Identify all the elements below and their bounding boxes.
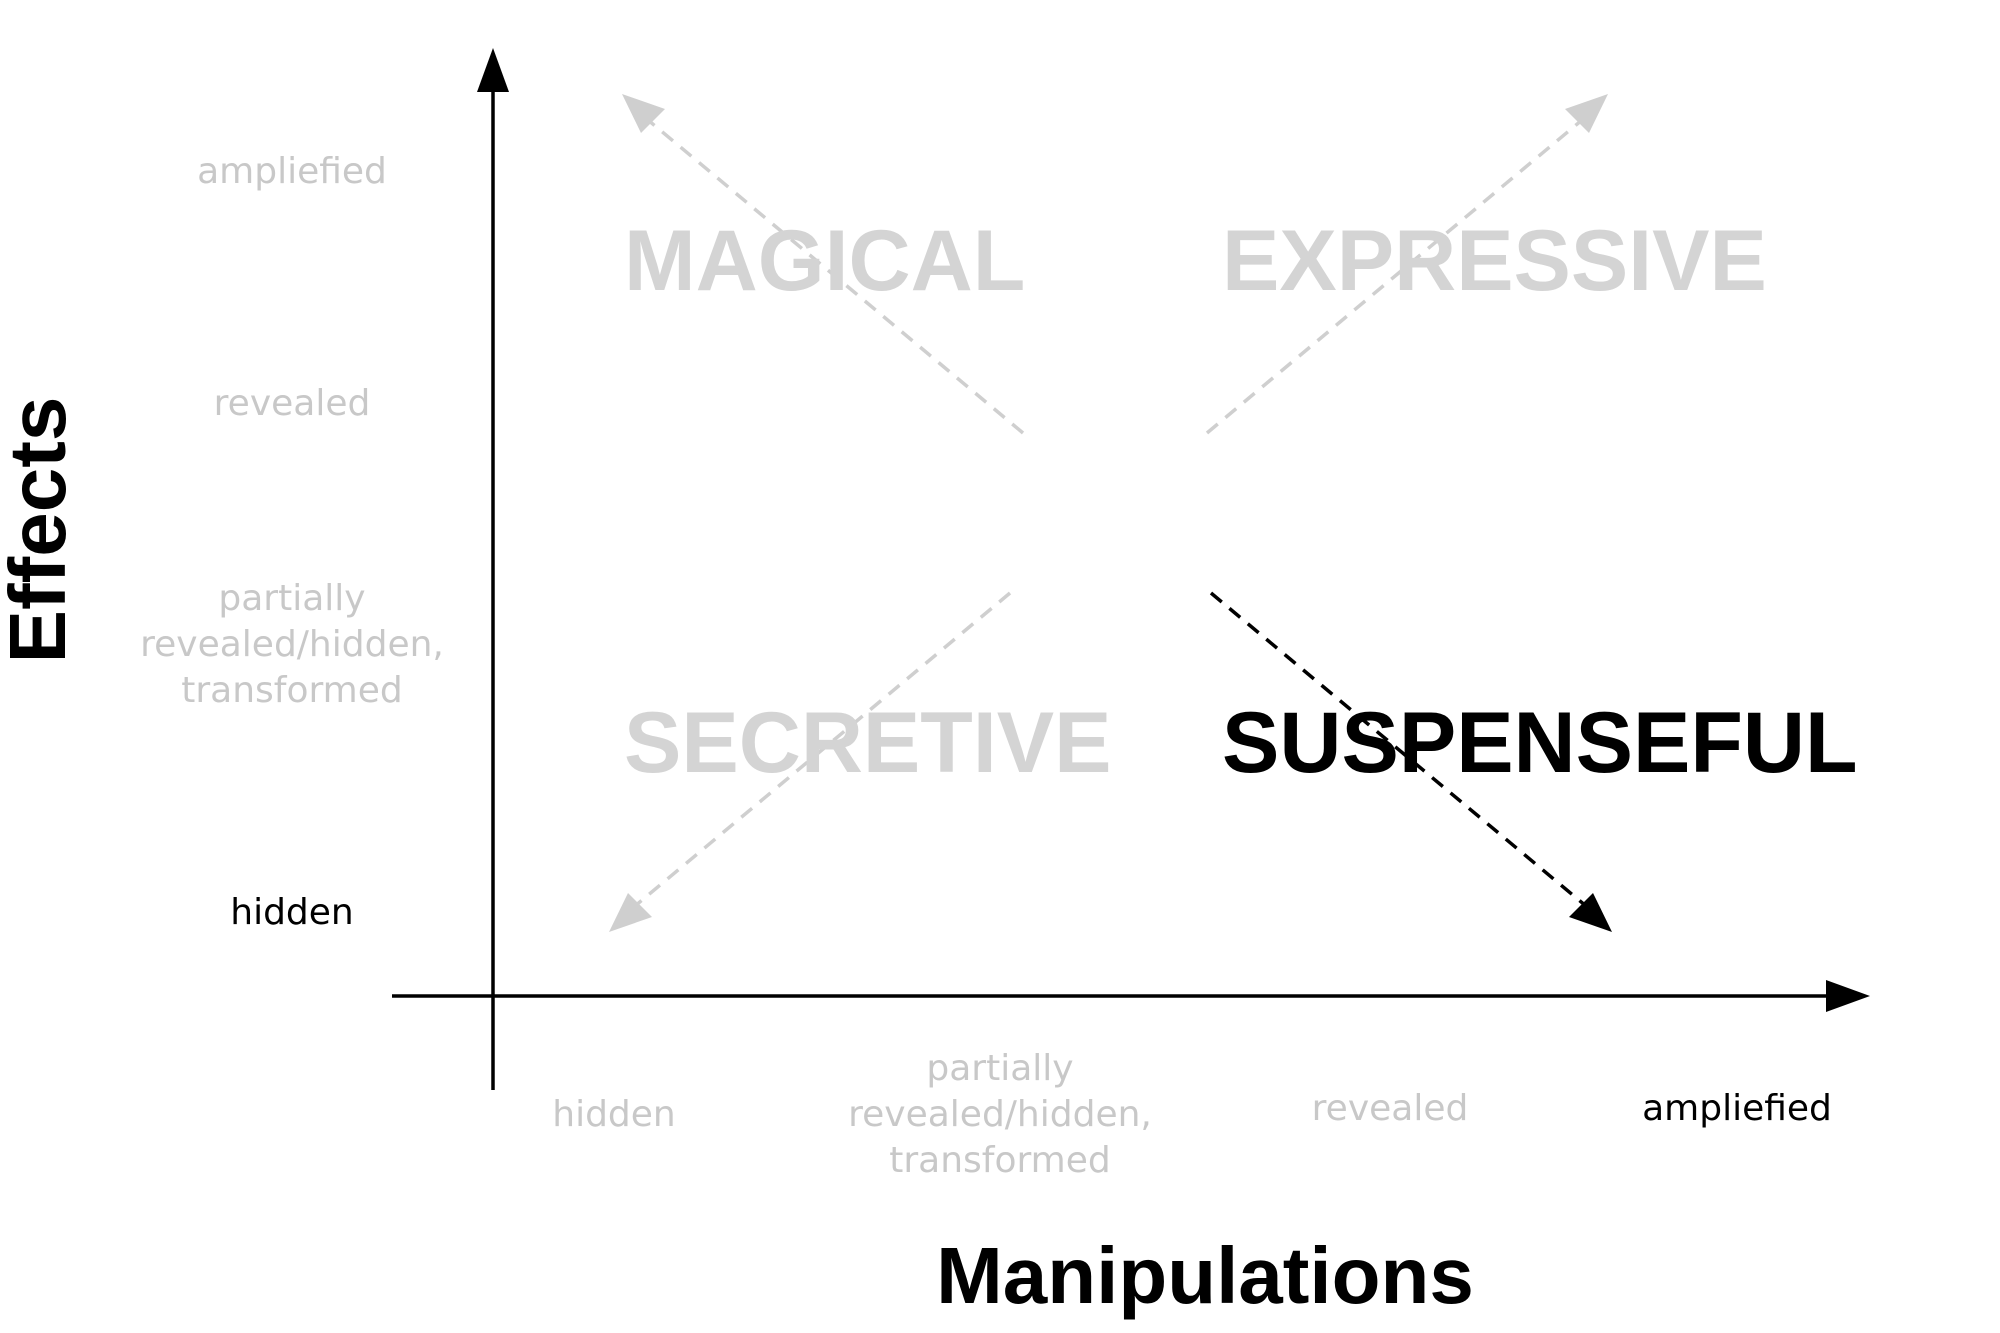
y-axis-arrowhead [477, 48, 509, 92]
arrow-secretive-head [609, 893, 652, 932]
y-tick-line: hidden [230, 892, 354, 933]
quadrant-label-magical: MAGICAL [624, 213, 1025, 309]
x-axis-arrowhead [1826, 980, 1870, 1012]
x-tick-line: revealed/hidden, [848, 1094, 1152, 1135]
y-tick-ampliefied: ampliefied [197, 151, 387, 192]
x-tick-line: hidden [552, 1094, 676, 1135]
x-axis-tick-labels: hidden partially revealed/hidden, transform… [552, 1048, 1832, 1181]
quadrant-arrows [609, 94, 1612, 932]
quadrant-labels: MAGICAL EXPRESSIVE SECRETIVE SUSPENSEFUL [624, 213, 1858, 791]
arrow-secretive [633, 591, 1012, 908]
y-tick-line: transformed [181, 670, 402, 711]
x-tick-line: partially [926, 1048, 1073, 1089]
y-axis-tick-labels: ampliefied revealed partially revealed/hidd… [140, 151, 444, 933]
arrow-expressive [1205, 118, 1584, 435]
quadrant-label-secretive: SECRETIVE [624, 695, 1111, 791]
arrow-magical-head [622, 94, 665, 133]
quadrant-label-expressive: EXPRESSIVE [1222, 213, 1767, 309]
x-tick-line: revealed [1312, 1088, 1469, 1129]
arrow-magical [646, 118, 1025, 435]
y-tick-hidden: hidden [230, 892, 354, 933]
x-tick-hidden: hidden [552, 1094, 676, 1135]
y-tick-revealed: revealed [214, 383, 371, 424]
x-tick-line: ampliefied [1642, 1088, 1832, 1129]
y-axis-title: Effects [0, 397, 82, 664]
arrow-expressive-head [1565, 94, 1608, 133]
y-tick-partially-revealed-hidden-transformed: partially revealed/hidden, transformed [140, 578, 444, 711]
y-tick-line: revealed/hidden, [140, 624, 444, 665]
y-tick-line: partially [218, 578, 365, 619]
y-tick-line: ampliefied [197, 151, 387, 192]
quadrant-label-suspenseful: SUSPENSEFUL [1222, 695, 1858, 791]
x-tick-revealed: revealed [1312, 1088, 1469, 1129]
x-tick-partially-revealed-hidden-transformed: partially revealed/hidden, transformed [848, 1048, 1152, 1181]
x-tick-line: transformed [889, 1140, 1110, 1181]
axes [392, 48, 1870, 1090]
x-axis-title: Manipulations [936, 1231, 1474, 1320]
arrow-suspenseful-head [1569, 893, 1612, 932]
x-tick-ampliefied: ampliefied [1642, 1088, 1832, 1129]
y-tick-line: revealed [214, 383, 371, 424]
arrow-suspenseful [1209, 591, 1588, 908]
